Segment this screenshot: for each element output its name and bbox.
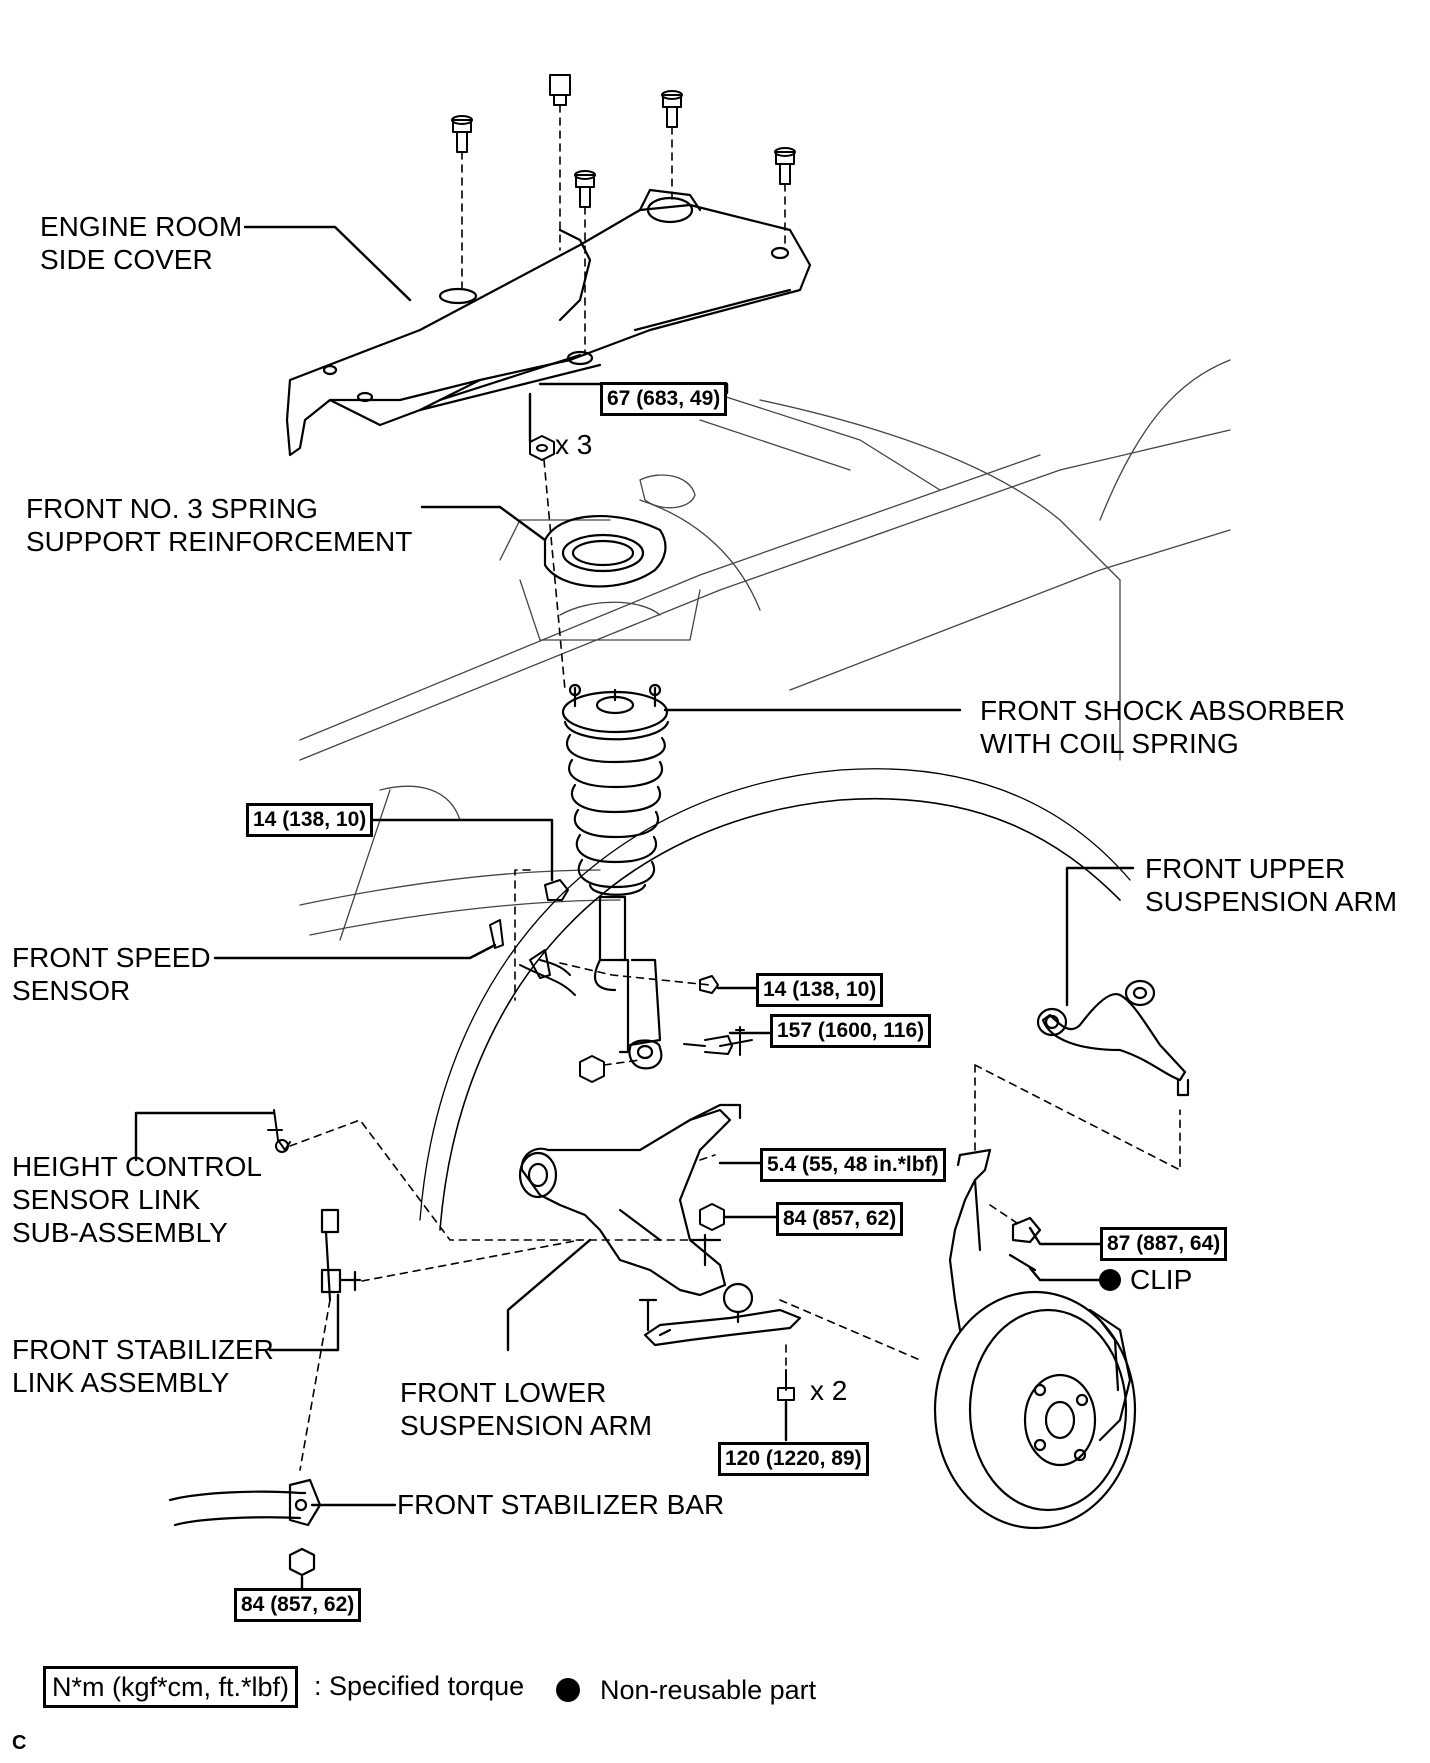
label-spring-support-reinforcement: FRONT NO. 3 SPRING SUPPORT REINFORCEMENT: [26, 493, 413, 557]
label-upper-suspension-arm: FRONT UPPER SUSPENSION ARM: [1145, 853, 1398, 917]
non-reusable-dot-icon: [556, 1678, 580, 1702]
sensor-bracket-bolt: [544, 879, 569, 901]
label-qty-x3: x 3: [555, 429, 593, 460]
wheel-arch: [439, 798, 1121, 1231]
label-speed-sensor: FRONT SPEED SENSOR: [12, 942, 211, 1006]
ball-joint-bolt: [777, 1369, 795, 1401]
shock-absorber-drawing: [561, 683, 670, 1070]
torque-stabilizer-link-nut: 84 (857, 62): [776, 1202, 904, 1236]
body-background-lines: [299, 359, 1231, 941]
torque-spring-support-nut: 67 (683, 49): [600, 382, 728, 416]
torque-height-sensor-nut: 5.4 (55, 48 in.*lbf): [760, 1148, 946, 1182]
legend-non-reusable: Non-reusable part: [600, 1675, 817, 1705]
torque-sensor-bracket-bolt: 14 (138, 10): [756, 973, 884, 1007]
label-qty-x2: x 2: [810, 1375, 848, 1406]
height-sensor-link-drawing: [267, 1109, 291, 1153]
stabilizer-link-drawing: [320, 1208, 362, 1302]
cover-fastener-guides: [461, 104, 786, 356]
lower-suspension-arm-drawing: [518, 1103, 742, 1297]
engine-room-side-cover-drawing: [285, 188, 812, 457]
label-stabilizer-bar: FRONT STABILIZER BAR: [397, 1489, 725, 1520]
corner-mark: C: [12, 1732, 27, 1754]
label-lower-suspension-arm: FRONT LOWER SUSPENSION ARM: [400, 1377, 653, 1441]
stabilizer-bar-drawing: [168, 1478, 322, 1577]
torque-stabilizer-bar-nut: 84 (857, 62): [234, 1588, 362, 1622]
cover-fasteners: [451, 74, 796, 208]
legend-torque-description: : Specified torque: [314, 1671, 525, 1701]
ball-joint-drawing: [638, 1282, 802, 1347]
strut-mount-nut: [529, 435, 555, 461]
label-shock-absorber: FRONT SHOCK ABSORBER WITH COIL SPRING: [980, 695, 1346, 759]
torque-shock-lower-bolt: 157 (1600, 116): [770, 1014, 932, 1048]
torque-ball-joint-bolt: 120 (1220, 89): [718, 1442, 869, 1476]
torque-upper-arm-nut: 87 (887, 64): [1100, 1227, 1228, 1261]
label-height-control-sensor-link: HEIGHT CONTROL SENSOR LINK SUB-ASSEMBLY: [12, 1151, 262, 1248]
speed-sensor-drawing: [489, 919, 576, 996]
brake-disc-drawing: [933, 1290, 1137, 1530]
spring-support-reinforcement-drawing: [543, 515, 667, 588]
torque-speed-sensor-bolt: 14 (138, 10): [246, 803, 374, 837]
upper-suspension-arm-drawing: [1036, 979, 1190, 1097]
steering-knuckle-drawing: [948, 1148, 1042, 1332]
arm-nut: [699, 1203, 725, 1231]
label-clip: CLIP: [1130, 1264, 1193, 1295]
legend-torque-unit-box: N*m (kgf*cm, ft.*lbf): [43, 1666, 299, 1708]
label-engine-room-side-cover: ENGINE ROOM SIDE COVER: [40, 211, 243, 275]
label-stabilizer-link: FRONT STABILIZER LINK ASSEMBLY: [12, 1334, 274, 1398]
